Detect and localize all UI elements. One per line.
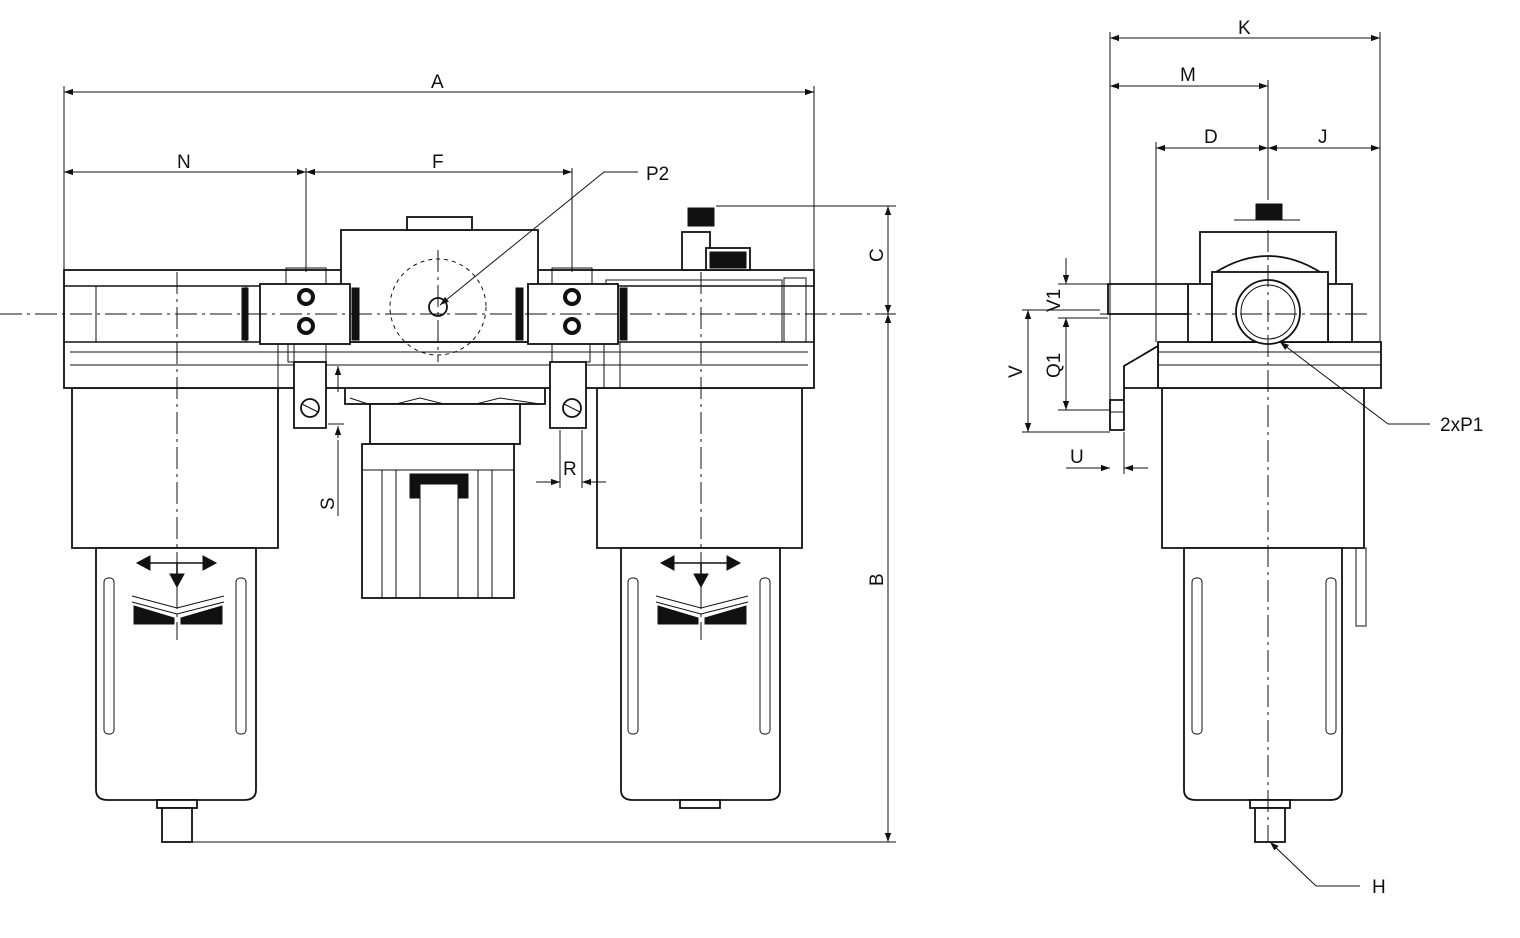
leader-P1 [1279,341,1430,425]
front-view: A N F P2 C B S R [0,72,896,843]
label-F: F [432,152,444,173]
dimension-U [1066,432,1148,474]
label-V: V [1006,365,1027,378]
dimension-V [1022,309,1110,433]
dimension-F [306,168,573,272]
label-A: A [431,72,444,93]
label-N: N [177,152,191,173]
label-P1: 2xP1 [1440,415,1483,436]
side-view: K M D J V1 Q1 V U 2xP1 H [1006,18,1483,898]
label-D: D [1204,127,1218,148]
label-H: H [1372,877,1386,898]
label-P2: P2 [646,164,669,185]
clamp-screw-icon [297,288,581,335]
dimension-K [1109,32,1381,400]
label-J: J [1318,127,1328,148]
dimension-S [328,366,344,516]
dimension-A [63,86,815,272]
label-M: M [1180,65,1196,86]
label-Q1: Q1 [1044,353,1065,378]
dimension-Q1 [1058,318,1110,411]
leader-P2 [439,171,638,306]
label-C: C [867,248,888,262]
dimension-C [716,205,896,314]
regulator-body [344,377,546,599]
dimension-M [1110,80,1269,200]
dimension-D [1155,142,1268,342]
label-R: R [563,459,577,480]
left-filter-bowl [71,387,279,843]
leader-H [1269,841,1360,887]
label-K: K [1238,18,1251,39]
label-B: B [867,573,888,586]
dimension-B [192,314,896,843]
label-V1: V1 [1044,289,1065,312]
dimension-R [536,430,606,488]
label-U: U [1070,447,1084,468]
right-lubricator-bowl [596,387,803,809]
dimension-N [64,168,307,272]
label-S: S [318,497,339,510]
